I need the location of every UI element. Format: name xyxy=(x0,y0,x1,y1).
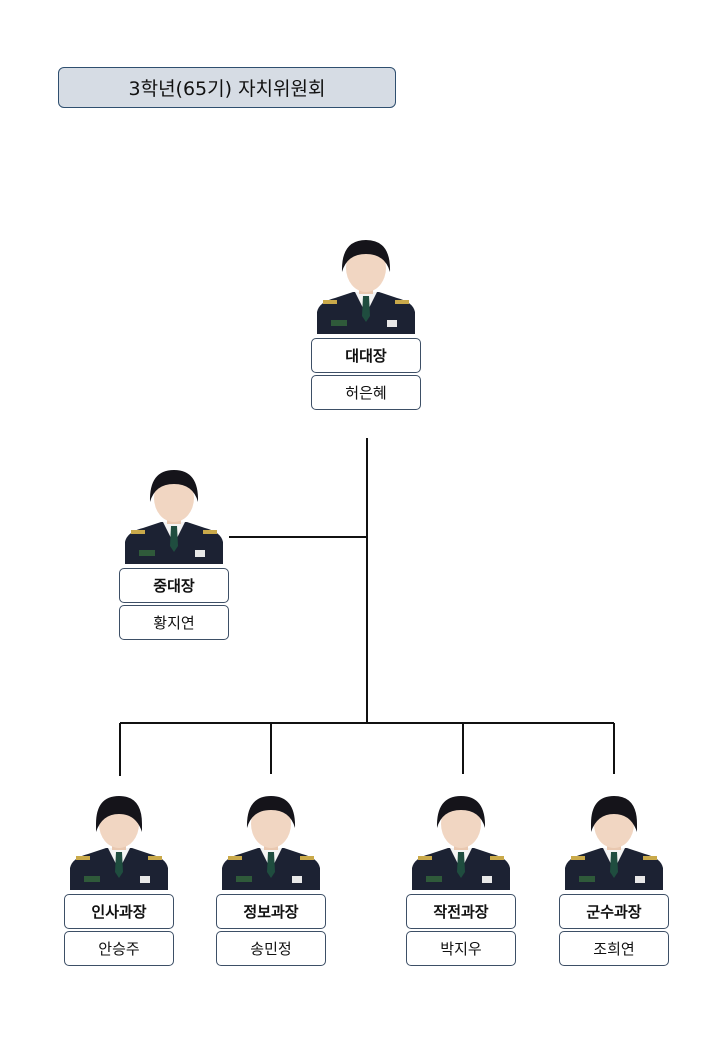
name-label-commander: 허은혜 xyxy=(311,375,421,410)
name-label-personnel: 안승주 xyxy=(64,931,174,966)
member-card-operations: 작전과장 박지우 xyxy=(406,784,516,966)
role-label-logistics: 군수과장 xyxy=(559,894,669,929)
portrait-logistics xyxy=(561,784,667,890)
name-label-intel: 송민정 xyxy=(216,931,326,966)
portrait-personnel xyxy=(66,784,172,890)
name-label-vice: 황지연 xyxy=(119,605,229,640)
role-label-personnel: 인사과장 xyxy=(64,894,174,929)
member-card-commander: 대대장 허은혜 xyxy=(311,228,421,410)
member-card-logistics: 군수과장 조희연 xyxy=(559,784,669,966)
role-label-operations: 작전과장 xyxy=(406,894,516,929)
member-card-personnel: 인사과장 안승주 xyxy=(64,784,174,966)
member-card-vice: 중대장 황지연 xyxy=(119,458,229,640)
portrait-commander xyxy=(313,228,419,334)
name-label-operations: 박지우 xyxy=(406,931,516,966)
role-label-intel: 정보과장 xyxy=(216,894,326,929)
chart-title: 3학년(65기) 자치위원회 xyxy=(58,67,396,108)
portrait-vice xyxy=(121,458,227,564)
role-label-vice: 중대장 xyxy=(119,568,229,603)
portrait-intel xyxy=(218,784,324,890)
portrait-operations xyxy=(408,784,514,890)
member-card-intel: 정보과장 송민정 xyxy=(216,784,326,966)
name-label-logistics: 조희연 xyxy=(559,931,669,966)
role-label-commander: 대대장 xyxy=(311,338,421,373)
